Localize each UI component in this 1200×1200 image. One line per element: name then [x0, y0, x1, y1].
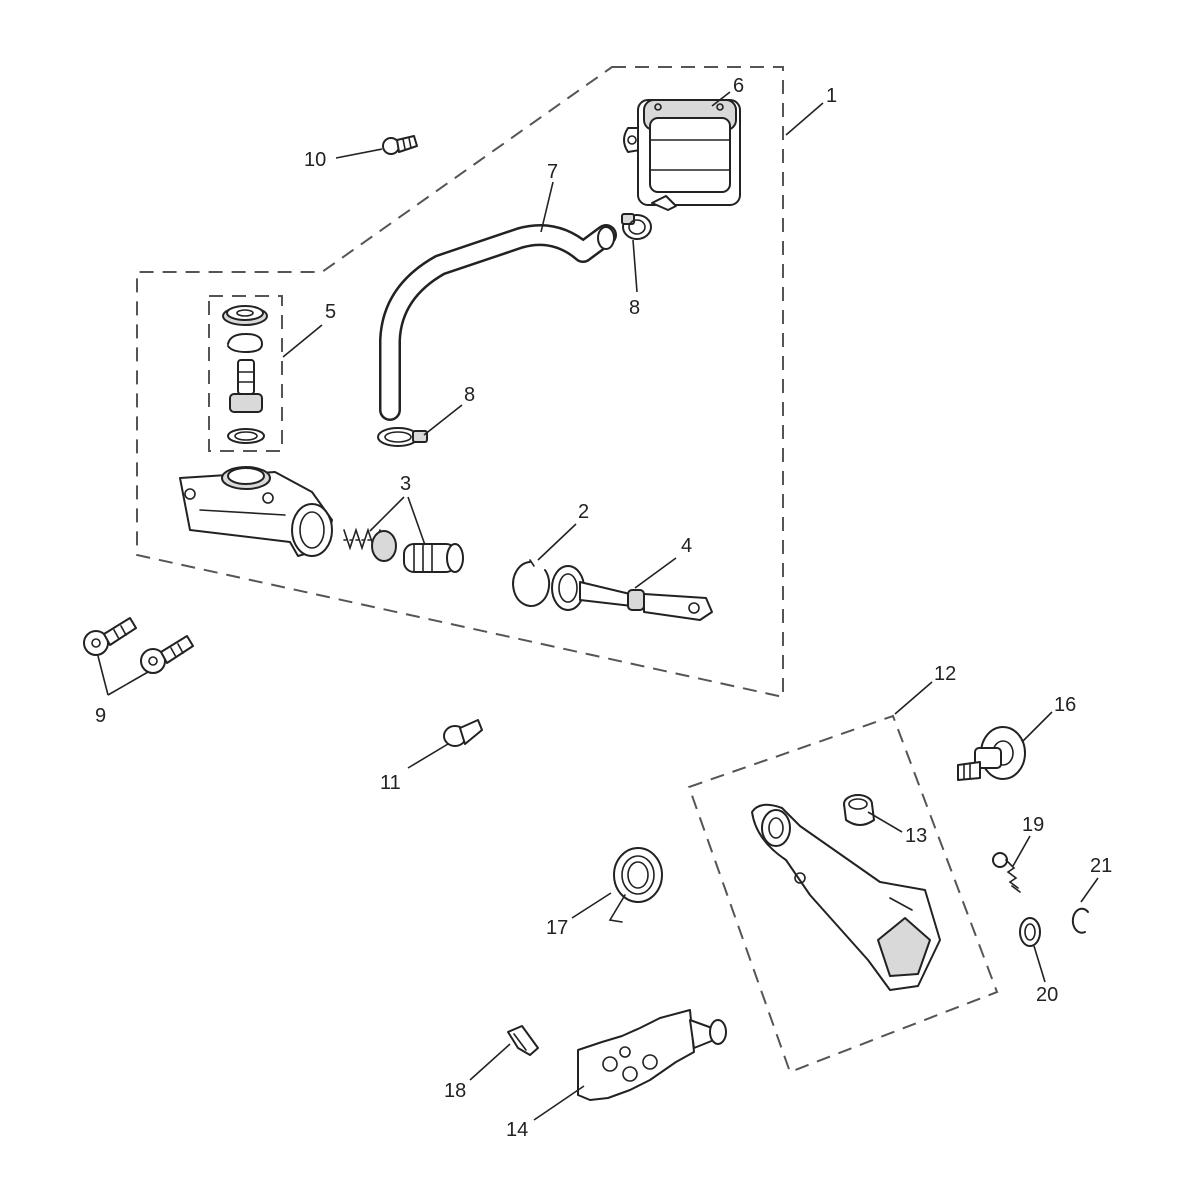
valve-kit-part[interactable]: [222, 305, 268, 444]
leader-5: [282, 324, 323, 358]
piston-part[interactable]: [403, 543, 464, 573]
bolt-part-9a[interactable]: [83, 617, 137, 656]
circlip-part-2[interactable]: [512, 559, 551, 607]
callout-19: 19: [1022, 814, 1044, 836]
leader-3a: [369, 496, 405, 532]
hose-part[interactable]: [379, 224, 617, 421]
callout-3: 3: [400, 473, 411, 495]
callout-10: 10: [304, 149, 326, 171]
bolt-part-9b[interactable]: [140, 635, 194, 674]
leader-2: [537, 523, 577, 561]
callout-16: 16: [1054, 694, 1076, 716]
leader-8a: [632, 239, 638, 293]
callout-12: 12: [934, 663, 956, 685]
assembly-12-boundary: [687, 714, 999, 1074]
leader-4: [634, 557, 677, 589]
spring-part[interactable]: [343, 527, 397, 562]
footrest-plate-part[interactable]: [577, 1009, 727, 1101]
pin-part-11[interactable]: [443, 719, 483, 747]
callout-6: 6: [733, 75, 744, 97]
bolt-part-10[interactable]: [382, 135, 418, 155]
callout-2: 2: [578, 501, 589, 523]
leader-8b: [423, 404, 463, 436]
leader-17: [571, 892, 612, 919]
leader-9a: [97, 655, 109, 696]
callout-11: 11: [380, 772, 401, 794]
assembly-1-boundary: [136, 66, 784, 699]
callout-8a: 8: [629, 297, 640, 319]
push-rod-part[interactable]: [551, 565, 713, 621]
leader-14: [533, 1085, 585, 1121]
leader-18: [469, 1043, 511, 1081]
callout-21: 21: [1090, 855, 1112, 877]
leader-10: [335, 148, 383, 159]
leader-12: [894, 681, 933, 715]
leader-21: [1080, 877, 1099, 903]
pivot-bolt-part[interactable]: [957, 726, 1026, 781]
leader-3b: [407, 496, 426, 546]
leader-9b: [107, 671, 149, 696]
master-cylinder-body-part[interactable]: [179, 466, 333, 557]
leader-19: [1012, 835, 1031, 867]
callout-4: 4: [681, 535, 692, 557]
torsion-spring-part[interactable]: [608, 847, 663, 923]
assembly-5-boundary: [208, 295, 283, 452]
leader-11: [407, 743, 449, 769]
callout-9: 9: [95, 705, 106, 727]
callout-18: 18: [444, 1080, 466, 1102]
leader-6: [711, 91, 731, 107]
leader-1: [785, 102, 824, 136]
spring-clip-part[interactable]: [507, 1025, 539, 1056]
hose-clip-upper-part[interactable]: [621, 213, 652, 240]
return-spring-part[interactable]: [992, 852, 1021, 893]
reservoir-part[interactable]: [623, 99, 741, 211]
callout-13: 13: [905, 825, 927, 847]
leader-7: [540, 181, 554, 233]
hose-clip-lower-part[interactable]: [377, 427, 428, 447]
callout-7: 7: [547, 161, 558, 183]
callout-8b: 8: [464, 384, 475, 406]
callout-5: 5: [325, 301, 336, 323]
callout-14: 14: [506, 1119, 528, 1141]
callout-17: 17: [546, 917, 568, 939]
washer-part[interactable]: [1019, 917, 1041, 947]
bush-part[interactable]: [843, 794, 875, 826]
callout-1: 1: [826, 85, 837, 107]
circlip-part-21[interactable]: [1071, 907, 1089, 934]
leader-16: [1021, 711, 1053, 743]
leader-20: [1033, 945, 1046, 983]
brake-pedal-arm-part[interactable]: [751, 803, 941, 991]
leader-13: [867, 811, 903, 833]
callout-20: 20: [1036, 984, 1058, 1006]
